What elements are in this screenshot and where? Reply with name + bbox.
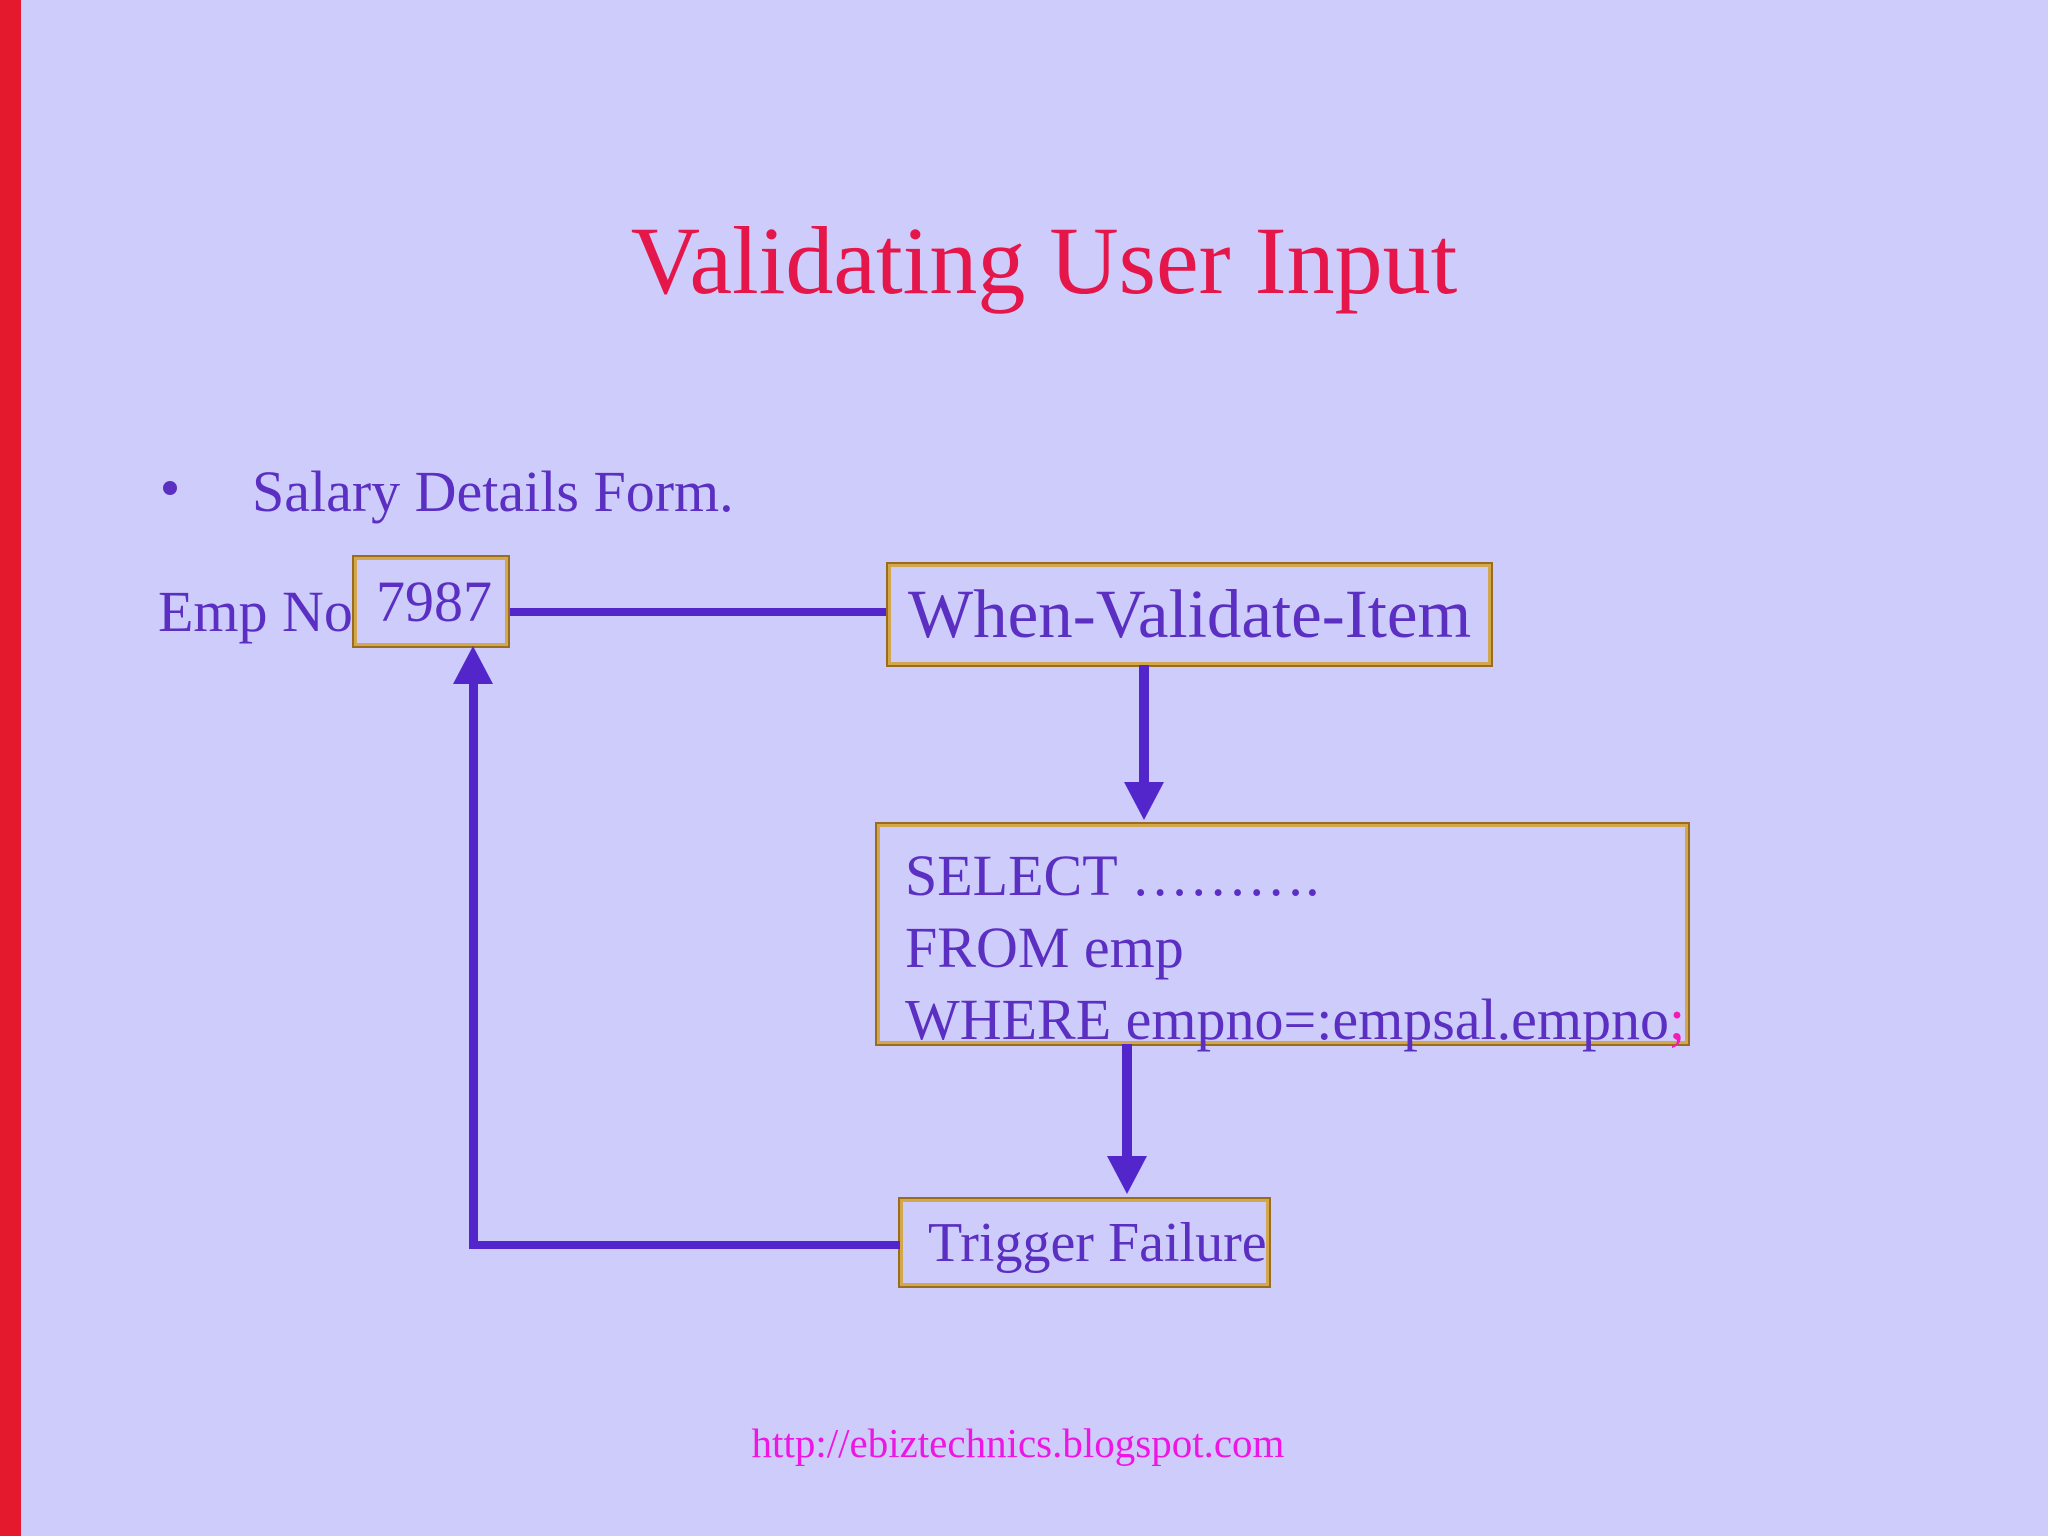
emp-no-field[interactable]: 7987 (352, 555, 510, 648)
trigger-failure-box: Trigger Failure (898, 1197, 1271, 1288)
left-accent-stripe (0, 0, 21, 1536)
connector-empno-to-event (510, 608, 888, 616)
arrow-event-to-sql-shaft (1139, 665, 1149, 787)
sql-line-select: SELECT ………. (905, 843, 1320, 908)
feedback-line-vertical (469, 680, 478, 1249)
sql-where-text: WHERE empno=:empsal.empno (905, 987, 1669, 1052)
when-validate-item-label: When-Validate-Item (908, 576, 1472, 652)
emp-no-value: 7987 (376, 569, 492, 634)
arrow-up-icon (453, 646, 493, 684)
trigger-failure-label: Trigger Failure (928, 1211, 1267, 1274)
feedback-line-horizontal (469, 1241, 900, 1249)
emp-no-label: Emp No (158, 579, 353, 644)
sql-statement-box: SELECT ………. FROM emp WHERE empno=:empsal… (875, 822, 1690, 1052)
sql-line-where: WHERE empno=:empsal.empno; (905, 984, 1688, 1056)
sql-line-from: FROM emp (905, 915, 1184, 980)
footer-url-link[interactable]: http://ebiztechnics.blogspot.com (751, 1420, 1285, 1466)
sql-semicolon: ; (1669, 987, 1686, 1052)
arrow-down-icon (1107, 1156, 1147, 1194)
bullet-text: Salary Details Form. (252, 459, 734, 524)
when-validate-item-box: When-Validate-Item (886, 562, 1493, 667)
arrow-down-icon (1124, 782, 1164, 820)
arrow-sql-to-failure-shaft (1122, 1044, 1132, 1162)
slide-title: Validating User Input (630, 207, 1458, 314)
bullet-icon (163, 481, 177, 495)
